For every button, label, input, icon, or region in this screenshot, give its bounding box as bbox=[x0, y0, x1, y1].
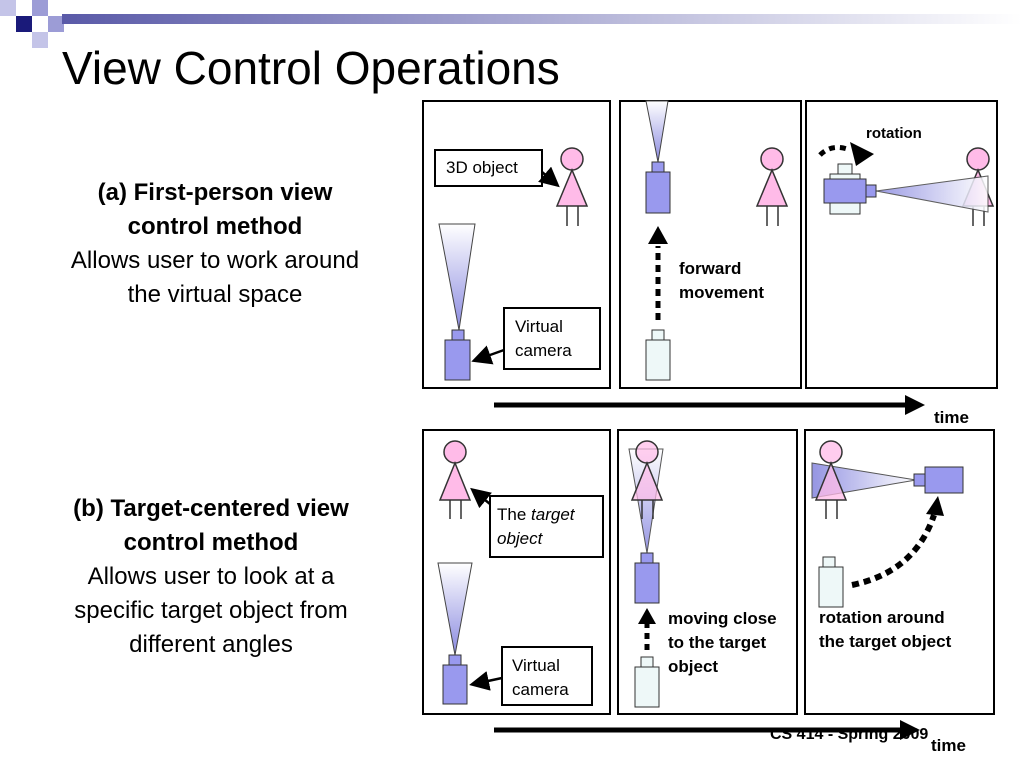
virtual-camera-icon bbox=[634, 552, 660, 604]
move-close-arrow-head bbox=[638, 608, 656, 624]
object-label: 3D object bbox=[446, 158, 518, 177]
section-a-marker: (a) bbox=[97, 179, 127, 206]
moving-label-2: to the target bbox=[668, 633, 767, 652]
target-prefix: The bbox=[497, 505, 527, 524]
section-b-heading-1: Target-centered view bbox=[110, 495, 349, 522]
target-label-box bbox=[489, 495, 604, 558]
section-b-text: (b) Target-centered view control method … bbox=[30, 492, 392, 662]
camera-label-box-a bbox=[503, 307, 601, 370]
target-label-1: The target bbox=[497, 503, 575, 527]
forward-label-2: movement bbox=[679, 283, 765, 302]
camera-ghost-icon bbox=[645, 329, 671, 381]
moving-label-1: moving close bbox=[668, 609, 777, 628]
section-b-desc-2: specific target object from bbox=[74, 597, 348, 624]
rotation-arrow bbox=[818, 144, 851, 157]
virtual-camera-rotated-icon bbox=[823, 178, 877, 204]
slide-footer: CS 414 - Spring 2009 bbox=[770, 726, 929, 743]
section-a-heading-1: First-person view bbox=[133, 179, 333, 206]
person-3d-object-icon bbox=[755, 147, 789, 226]
forward-label-1: forward bbox=[679, 259, 742, 278]
camera-label-b-1: Virtual bbox=[512, 656, 560, 675]
section-b-desc-1: Allows user to look at a bbox=[87, 563, 335, 590]
section-b-marker: (b) bbox=[73, 495, 104, 522]
object-pointer-arrow bbox=[538, 166, 560, 188]
person-target-icon bbox=[438, 440, 472, 519]
virtual-camera-icon bbox=[442, 654, 468, 705]
time-arrow-a-head bbox=[905, 395, 925, 415]
camera-ghost-icon bbox=[634, 656, 660, 708]
forward-arrow-head bbox=[648, 226, 668, 244]
rotation-label: rotation bbox=[866, 125, 922, 142]
person-target-icon bbox=[814, 440, 848, 519]
section-a-desc-2: the virtual space bbox=[127, 281, 303, 308]
person-target-icon bbox=[630, 440, 664, 519]
section-b-heading-2: control method bbox=[123, 529, 299, 556]
rotation-arrow-head bbox=[850, 142, 874, 166]
camera-pointer-arrow-b bbox=[469, 671, 503, 691]
target-word: target bbox=[531, 505, 575, 524]
virtual-camera-icon bbox=[645, 161, 671, 214]
person-3d-object-icon bbox=[555, 147, 589, 226]
object-label-box bbox=[434, 149, 543, 187]
section-a-heading-2: control method bbox=[127, 213, 303, 240]
camera-label-a-2: camera bbox=[515, 341, 572, 360]
moving-label-3: object bbox=[668, 657, 719, 676]
target-pointer-arrow bbox=[470, 487, 492, 509]
camera-ghost-icon bbox=[818, 556, 844, 608]
time-label-b: time bbox=[931, 736, 966, 755]
rotation-around-label-1: rotation around bbox=[819, 608, 945, 627]
time-label-a: time bbox=[934, 408, 969, 427]
camera-label-b-2: camera bbox=[512, 680, 569, 699]
rotation-around-label-2: the target object bbox=[819, 632, 952, 651]
view-cone bbox=[438, 223, 476, 331]
section-a-desc-1: Allows user to work around bbox=[70, 247, 360, 274]
time-arrow-b-head bbox=[900, 720, 920, 740]
virtual-camera-rotated-icon bbox=[913, 466, 964, 494]
camera-pointer-arrow-a bbox=[471, 345, 505, 365]
camera-label-a-1: Virtual bbox=[515, 317, 563, 336]
section-a-text: (a) First-person view control method All… bbox=[30, 176, 400, 312]
orbit-arrow-head bbox=[926, 496, 944, 516]
orbit-arrow bbox=[851, 514, 937, 588]
view-cone-rotated bbox=[875, 175, 989, 213]
virtual-camera-icon bbox=[444, 329, 471, 381]
camera-label-box-b bbox=[501, 646, 593, 706]
view-cone bbox=[437, 562, 473, 656]
target-label-2: object bbox=[497, 529, 543, 548]
slide-title: View Control Operations bbox=[62, 42, 560, 94]
header-decoration bbox=[0, 0, 1022, 48]
row-a-frame-3 bbox=[805, 100, 998, 389]
view-cone bbox=[645, 100, 669, 163]
section-b-desc-3: different angles bbox=[129, 631, 293, 658]
